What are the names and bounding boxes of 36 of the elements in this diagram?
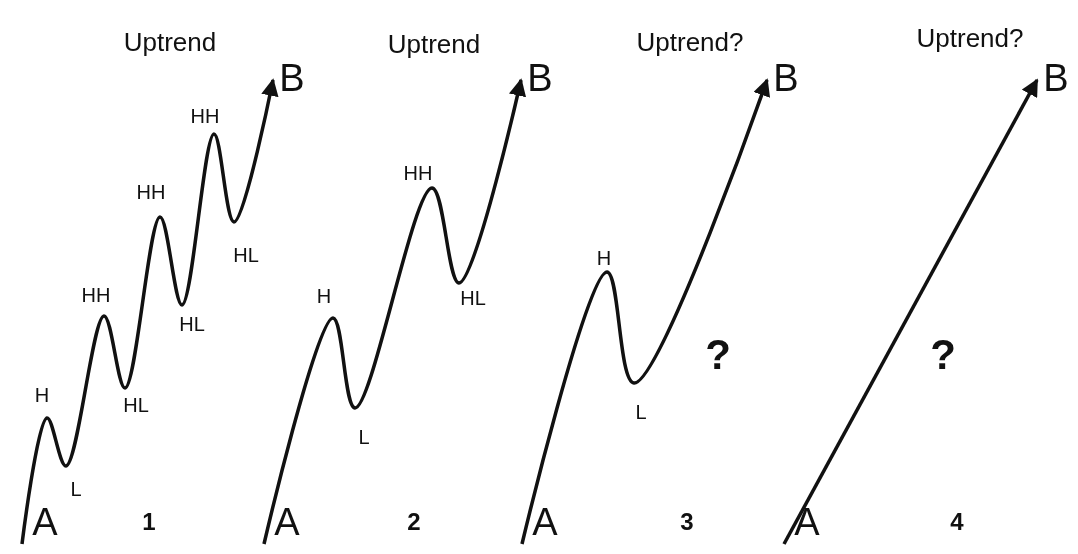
swing-label: H xyxy=(316,284,332,308)
point-letter: B xyxy=(524,58,556,100)
swing-label: H xyxy=(34,383,50,407)
swing-label: HH xyxy=(403,161,433,185)
swing-label: L xyxy=(635,400,647,424)
question-mark: ? xyxy=(930,331,956,379)
price-path-arrow xyxy=(782,78,1039,545)
price-path-arrow xyxy=(262,78,527,545)
swing-label: HH xyxy=(190,104,220,128)
trend-title: Uptrend? xyxy=(916,22,1024,54)
trend-title: Uptrend? xyxy=(636,26,744,58)
swing-label: HH xyxy=(136,180,166,204)
panel-number: 2 xyxy=(407,508,421,536)
trend-title: Uptrend xyxy=(387,28,481,60)
point-letter: A xyxy=(272,502,302,546)
swing-label: L xyxy=(358,425,370,449)
price-path-arrow xyxy=(20,78,279,545)
price-path-arrow xyxy=(520,78,770,545)
point-letter: B xyxy=(1040,58,1072,100)
swing-label: HL xyxy=(460,286,486,310)
swing-label: HH xyxy=(81,283,111,307)
point-letter: B xyxy=(770,58,802,100)
point-letter: A xyxy=(530,502,560,546)
point-letter: A xyxy=(30,502,60,546)
swing-label: HL xyxy=(179,312,205,336)
trend-title: Uptrend xyxy=(123,26,217,58)
panel-number: 4 xyxy=(950,508,964,536)
panel-number: 3 xyxy=(680,508,694,536)
swing-label: H xyxy=(596,246,612,270)
panel-number: 1 xyxy=(142,508,156,536)
swing-label: HL xyxy=(123,393,149,417)
swing-label: HL xyxy=(233,243,259,267)
point-letter: B xyxy=(276,58,308,100)
swing-label: L xyxy=(70,477,82,501)
point-letter: A xyxy=(792,502,822,546)
question-mark: ? xyxy=(705,331,731,379)
